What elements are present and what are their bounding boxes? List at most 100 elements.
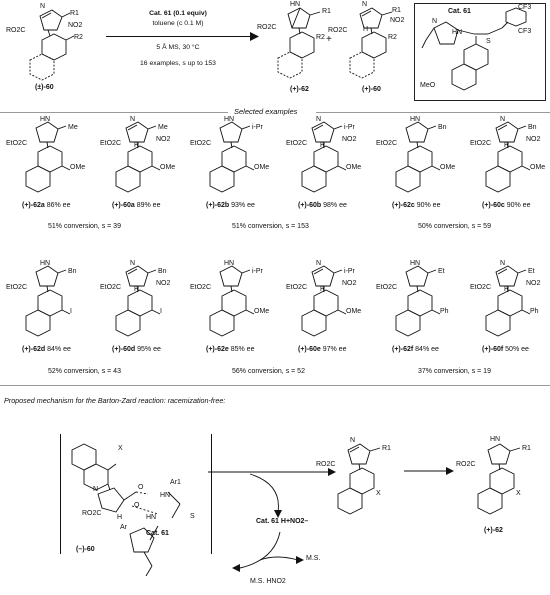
example-ring-n: N xyxy=(316,260,322,267)
example-label: (+)-60a 89% ee xyxy=(112,202,160,209)
example-label: (+)-62e 85% ee xyxy=(206,346,254,353)
example-label: (+)-60c 90% ee xyxy=(482,202,530,209)
example-aryl-sub: I xyxy=(160,308,162,315)
catalyst-meo: MeO xyxy=(420,82,436,89)
product-label: (+)-62 xyxy=(290,86,309,93)
example-structure xyxy=(209,121,255,193)
example-id: (+)-60b xyxy=(298,202,322,209)
example-ring-n: HN xyxy=(224,116,235,123)
example-ester: EtO2C xyxy=(376,140,398,147)
scope-line: 16 examples, s up to 153 xyxy=(140,60,216,67)
catalyst-box xyxy=(414,3,546,101)
ts-cat-label: Cat. 61 xyxy=(146,530,169,537)
mechanism-product xyxy=(477,443,521,515)
example-substituent: i-Pr xyxy=(252,124,263,131)
mech-product-x: X xyxy=(516,490,521,497)
example-substituent: Me xyxy=(158,124,168,131)
catalyst-hn: HN xyxy=(452,29,463,36)
example-ee: 90% ee xyxy=(506,202,531,209)
conversion-row2-c: 37% conversion, s = 19 xyxy=(418,368,491,375)
example-ester: EtO2C xyxy=(376,284,398,291)
example-ring-n: HN xyxy=(410,116,421,123)
example-label: (+)-62a 86% ee xyxy=(22,202,70,209)
example-structure xyxy=(395,121,441,193)
example-substituent: Et xyxy=(438,268,445,275)
example-label: (+)-62f 84% ee xyxy=(392,346,439,353)
example-id: (+)-62c xyxy=(392,202,415,209)
catalyst-n: N xyxy=(432,18,438,25)
divider-top-right xyxy=(316,112,550,113)
recovered-no2: NO2 xyxy=(390,17,405,24)
ts-s: S xyxy=(190,513,195,520)
example-aryl-sub: OMe xyxy=(440,164,456,171)
example-aryl-sub: Ph xyxy=(530,308,539,315)
mechanism-transition-state xyxy=(71,443,181,577)
example-no2: NO2 xyxy=(156,280,171,287)
solvent-line: toluene (c 0.1 M) xyxy=(152,20,204,27)
example-id: (+)-62b xyxy=(206,202,230,209)
example-substituent: Et xyxy=(528,268,535,275)
example-h: H xyxy=(504,286,510,293)
example-ee: 90% ee xyxy=(416,202,441,209)
example-ester: EtO2C xyxy=(470,284,492,291)
example-h: H xyxy=(320,142,326,149)
cf3-top: CF3 xyxy=(518,4,532,11)
example-ester: EtO2C xyxy=(6,284,28,291)
mech-product-r1: R1 xyxy=(522,445,531,452)
example-h: H xyxy=(320,286,326,293)
example-ee: 95% ee xyxy=(137,346,161,353)
reactant-r2: R2 xyxy=(74,34,83,41)
ts-x: X xyxy=(118,445,123,452)
example-label: (+)-60d 95% ee xyxy=(112,346,161,353)
divider-top-left xyxy=(0,112,228,113)
ts-o-plus: O xyxy=(138,484,144,491)
cat-salt-label: Cat. 61 H+NO2– xyxy=(256,518,309,525)
reactant-structure xyxy=(29,9,75,81)
conversion-row1-a: 51% conversion, s = 39 xyxy=(48,223,121,230)
example-ester: EtO2C xyxy=(470,140,492,147)
plus-sign: + xyxy=(326,34,332,45)
catalyst-box-title: Cat. 61 xyxy=(448,8,471,15)
intermediate-n: N xyxy=(350,437,356,444)
example-no2: NO2 xyxy=(156,136,171,143)
example-ester: EtO2C xyxy=(100,140,122,147)
example-structure xyxy=(115,265,161,337)
reactant-ro2c: RO2C xyxy=(6,27,26,34)
conversion-row1-c: 50% conversion, s = 59 xyxy=(418,223,491,230)
example-label: (+)-60e 97% ee xyxy=(298,346,346,353)
example-ester: EtO2C xyxy=(190,140,212,147)
example-substituent: Bn xyxy=(528,124,537,131)
example-ring-n: N xyxy=(130,260,136,267)
example-ring-n: N xyxy=(130,116,136,123)
example-id: (+)-60e xyxy=(298,346,321,353)
example-ring-n: N xyxy=(500,116,506,123)
example-ee: 89% ee xyxy=(136,202,161,209)
example-structure xyxy=(209,265,255,337)
example-ee: 98% ee xyxy=(323,202,347,209)
example-ee: 93% ee xyxy=(231,202,255,209)
example-substituent: i-Pr xyxy=(252,268,263,275)
example-aryl-sub: OMe xyxy=(346,164,362,171)
recovered-structure xyxy=(349,7,393,79)
example-ee: 84% ee xyxy=(47,346,71,353)
recovered-ro2c: RO2C xyxy=(328,27,348,34)
example-ring-n: HN xyxy=(224,260,235,267)
conversion-row2-b: 56% conversion, s = 52 xyxy=(232,368,305,375)
example-h: H xyxy=(134,142,140,149)
example-ester: EtO2C xyxy=(286,284,308,291)
ts-h: H xyxy=(117,514,123,521)
example-label: (+)-60b 98% ee xyxy=(298,202,347,209)
reactant-no2: NO2 xyxy=(68,22,83,29)
catalytic-cycle-arrows xyxy=(208,468,336,572)
recovered-r1: R1 xyxy=(392,7,401,14)
recovered-r2: R2 xyxy=(388,34,397,41)
reactant-label: (±)-60 xyxy=(35,84,54,91)
example-ee: 84% ee xyxy=(415,346,439,353)
example-ee: 97% ee xyxy=(322,346,347,353)
example-substituent: Bn xyxy=(438,124,447,131)
